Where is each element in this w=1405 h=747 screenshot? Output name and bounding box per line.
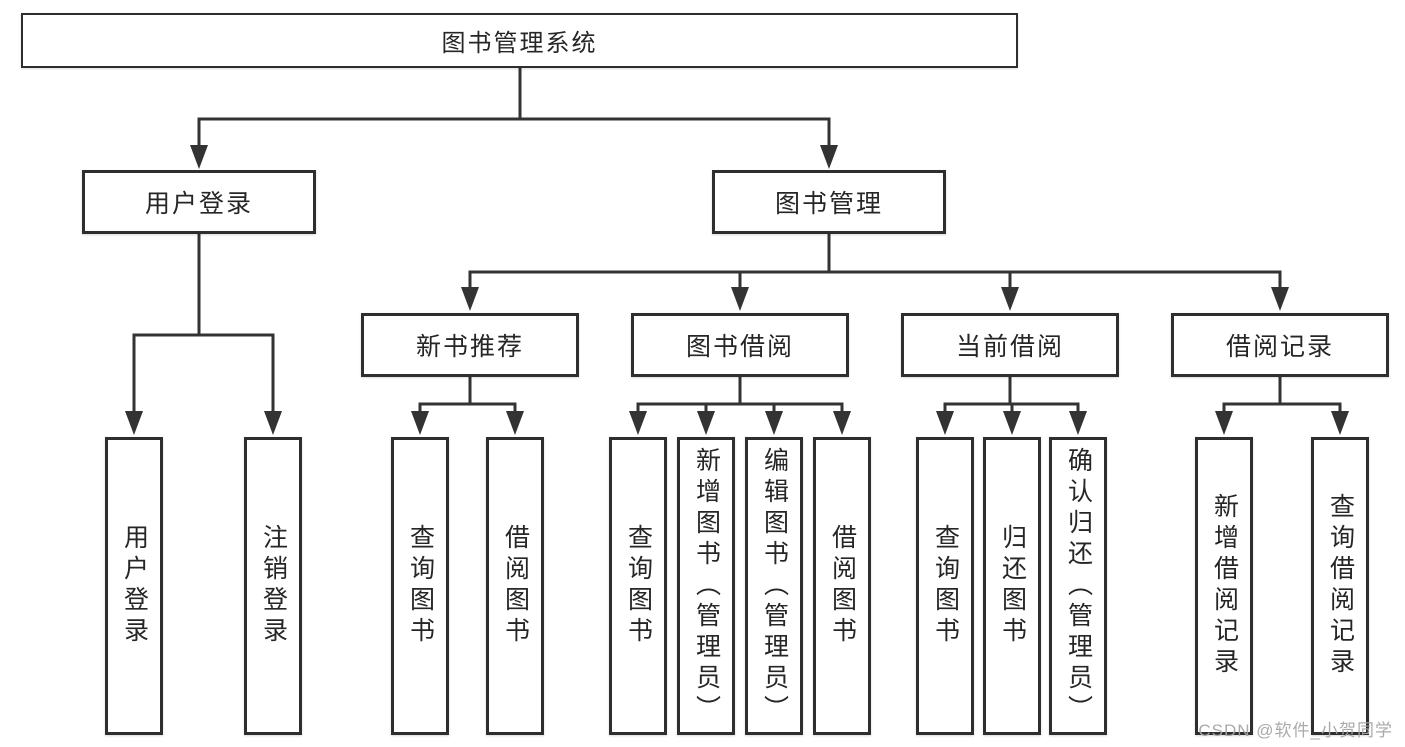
node-book-borrowing-label: 图书借阅 — [685, 333, 794, 361]
leaf-edit-books-admin-label: 编辑图书（管理员） — [760, 446, 789, 726]
node-borrowing-records: 借阅记录 — [1171, 313, 1389, 377]
node-user-login-label: 用户登录 — [144, 190, 253, 218]
connector-borrowing-records-to-leaves — [1215, 377, 1349, 435]
leaf-user-login-label: 用户登录 — [120, 524, 149, 648]
connector-current-borrowing-to-leaves — [936, 377, 1087, 435]
leaf-logout: 注销登录 — [244, 437, 302, 735]
leaf-add-books-admin: 新增图书（管理员） — [677, 437, 735, 735]
connector-user-login-to-leaves — [125, 234, 282, 435]
leaf-borrow-books-label: 借阅图书 — [828, 524, 857, 648]
leaf-borrow-books: 借阅图书 — [813, 437, 871, 735]
connector-root-to-level2 — [190, 68, 838, 169]
node-new-book-recommend: 新书推荐 — [361, 313, 579, 377]
node-root: 图书管理系统 — [21, 13, 1018, 68]
connector-book-management-to-level3 — [461, 234, 1289, 311]
leaf-query-borrow-record-label: 查询借阅记录 — [1326, 493, 1355, 679]
leaf-borrow-books-recommend-label: 借阅图书 — [501, 524, 530, 648]
leaf-user-login: 用户登录 — [105, 437, 163, 735]
leaf-add-books-admin-label: 新增图书（管理员） — [692, 446, 721, 726]
leaf-query-books-borrowing-label: 查询图书 — [624, 524, 653, 648]
node-borrowing-records-label: 借阅记录 — [1225, 333, 1334, 361]
leaf-add-borrow-record: 新增借阅记录 — [1195, 437, 1253, 735]
leaf-query-books-recommend: 查询图书 — [391, 437, 449, 735]
leaf-query-books-current: 查询图书 — [916, 437, 974, 735]
node-book-management: 图书管理 — [712, 170, 946, 234]
csdn-watermark: CSDN @软件_小贺同学 — [1198, 721, 1393, 740]
leaf-edit-books-admin: 编辑图书（管理员） — [745, 437, 803, 735]
leaf-query-borrow-record: 查询借阅记录 — [1311, 437, 1369, 735]
leaf-confirm-return-admin: 确认归还（管理员） — [1049, 437, 1107, 735]
node-current-borrowing: 当前借阅 — [901, 313, 1119, 377]
leaf-borrow-books-recommend: 借阅图书 — [486, 437, 544, 735]
leaf-query-books-borrowing: 查询图书 — [609, 437, 667, 735]
connector-new-book-recommend-to-leaves — [411, 377, 524, 435]
leaf-query-books-current-label: 查询图书 — [931, 524, 960, 648]
leaf-confirm-return-admin-label: 确认归还（管理员） — [1064, 446, 1093, 726]
node-user-login: 用户登录 — [82, 170, 316, 234]
leaf-return-books: 归还图书 — [983, 437, 1041, 735]
leaf-add-borrow-record-label: 新增借阅记录 — [1210, 493, 1239, 679]
node-root-label: 图书管理系统 — [441, 30, 598, 57]
node-book-borrowing: 图书借阅 — [631, 313, 849, 377]
node-book-management-label: 图书管理 — [774, 190, 883, 218]
leaf-logout-label: 注销登录 — [259, 524, 288, 648]
node-current-borrowing-label: 当前借阅 — [955, 333, 1064, 361]
leaf-query-books-recommend-label: 查询图书 — [406, 524, 435, 648]
connector-book-borrowing-to-leaves — [629, 377, 851, 435]
node-new-book-recommend-label: 新书推荐 — [415, 333, 524, 361]
leaf-return-books-label: 归还图书 — [998, 524, 1027, 648]
